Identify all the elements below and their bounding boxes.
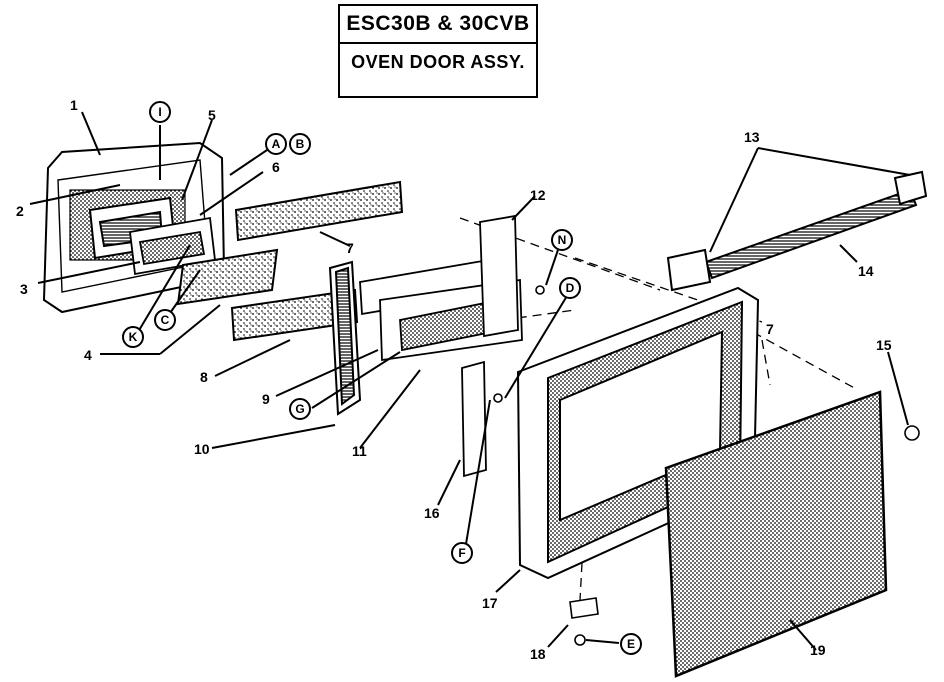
part-label-2: 2 (16, 203, 24, 219)
callout-g: G (289, 398, 311, 420)
part-label-7a: 7 (346, 240, 354, 256)
svg-text:N: N (558, 233, 567, 247)
part-label-12: 12 (530, 187, 546, 203)
part-label-8: 8 (200, 369, 208, 385)
callout-b: B (289, 133, 311, 155)
svg-text:E: E (627, 637, 635, 651)
upper-insulation (234, 180, 404, 242)
callout-f: F (451, 542, 473, 564)
callout-i: I (149, 101, 171, 123)
callout-c: C (154, 309, 176, 331)
small-window-glass (176, 248, 279, 306)
assembly-title: OVEN DOOR ASSY. (351, 51, 525, 72)
part-label-6: 6 (272, 159, 280, 175)
svg-text:A: A (272, 137, 281, 151)
callout-n: N (551, 229, 573, 251)
part-label-18: 18 (530, 646, 546, 662)
hinge-plate (461, 360, 487, 478)
callout-e: E (620, 633, 642, 655)
part-label-3: 3 (20, 281, 28, 297)
svg-text:C: C (161, 313, 170, 327)
svg-text:K: K (129, 330, 138, 344)
svg-text:F: F (458, 546, 465, 560)
leader-lines (29, 111, 911, 651)
lower-insulation (230, 288, 359, 342)
model-title: ESC30B & 30CVB (340, 6, 536, 44)
callout-d: D (559, 277, 581, 299)
title-block: ESC30B & 30CVB OVEN DOOR ASSY. (338, 4, 538, 98)
part-label-17: 17 (482, 595, 498, 611)
svg-text:I: I (158, 105, 161, 119)
hinge-bracket (359, 214, 523, 362)
part-label-19: 19 (810, 642, 826, 658)
callout-a: A (265, 133, 287, 155)
part-label-11: 11 (352, 443, 367, 459)
callout-k: K (122, 326, 144, 348)
part-label-7b: 7 (766, 321, 774, 337)
door-handle (666, 170, 928, 292)
part-label-1: 1 (70, 97, 78, 113)
svg-text:B: B (296, 137, 305, 151)
outer-glass-panel (664, 390, 888, 678)
callout-letters: I A B K C G N D (122, 101, 642, 655)
part-label-4: 4 (84, 347, 92, 363)
part-label-9: 9 (262, 391, 270, 407)
svg-text:G: G (295, 402, 304, 416)
part-label-13: 13 (744, 129, 760, 145)
part-label-16: 16 (424, 505, 440, 521)
part-label-5: 5 (208, 107, 216, 123)
small-hardware (493, 285, 920, 646)
part-number-labels: 1 2 3 4 5 6 7 7 8 9 10 11 12 13 14 15 16… (16, 97, 892, 662)
part-label-10: 10 (194, 441, 210, 457)
door-latch-assembly (129, 216, 216, 276)
part-label-15: 15 (876, 337, 892, 353)
side-channel (328, 260, 362, 416)
part-label-14: 14 (858, 263, 874, 279)
svg-text:D: D (566, 281, 575, 295)
